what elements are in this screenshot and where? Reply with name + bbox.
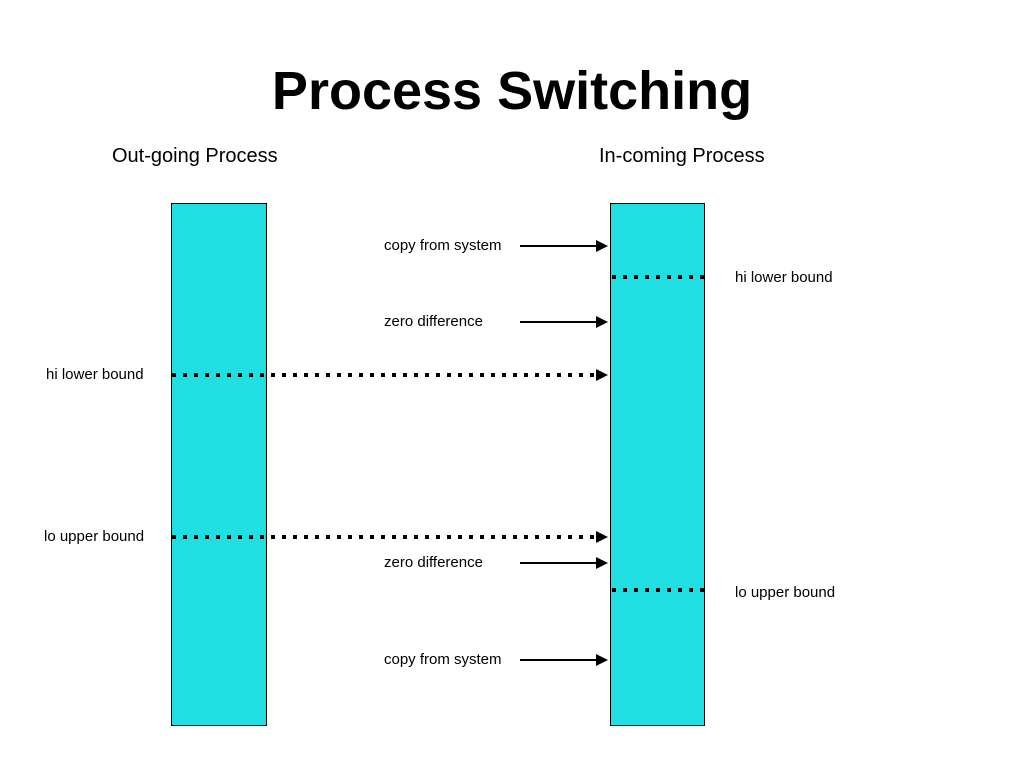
arrowhead-copy-from-system-top-icon <box>596 240 608 252</box>
connector-line-copy-from-system-top <box>520 245 598 247</box>
boundary-marker-incoming-lo-upper-bound <box>612 588 704 592</box>
label-incoming-hi-lower-bound: hi lower bound <box>735 269 833 286</box>
annotation-copy-from-system-bottom: copy from system <box>384 651 502 668</box>
connector-dotted-lo-upper-bound <box>172 535 596 539</box>
annotation-zero-difference-top: zero difference <box>384 313 483 330</box>
memory-block-outgoing <box>171 203 267 726</box>
annotation-zero-difference-bottom: zero difference <box>384 554 483 571</box>
label-incoming-lo-upper-bound: lo upper bound <box>735 584 836 601</box>
label-outgoing-lo-upper-bound: lo upper bound <box>44 528 145 545</box>
label-outgoing-hi-lower-bound: hi lower bound <box>46 366 144 383</box>
annotation-copy-from-system-top: copy from system <box>384 237 502 254</box>
column-heading-incoming: In-coming Process <box>599 145 765 167</box>
connector-line-copy-from-system-bottom <box>520 659 598 661</box>
connector-line-zero-difference-bottom <box>520 562 598 564</box>
page-title: Process Switching <box>271 61 753 121</box>
connector-dotted-hi-lower-bound <box>172 373 596 377</box>
column-heading-outgoing: Out-going Process <box>112 145 278 167</box>
arrowhead-copy-from-system-bottom-icon <box>596 654 608 666</box>
boundary-marker-incoming-hi-lower-bound <box>612 275 704 279</box>
arrowhead-lo-upper-bound-icon <box>596 531 608 543</box>
arrowhead-hi-lower-bound-icon <box>596 369 608 381</box>
arrowhead-zero-difference-bottom-icon <box>596 557 608 569</box>
connector-line-zero-difference-top <box>520 321 598 323</box>
arrowhead-zero-difference-top-icon <box>596 316 608 328</box>
memory-block-incoming <box>610 203 705 726</box>
